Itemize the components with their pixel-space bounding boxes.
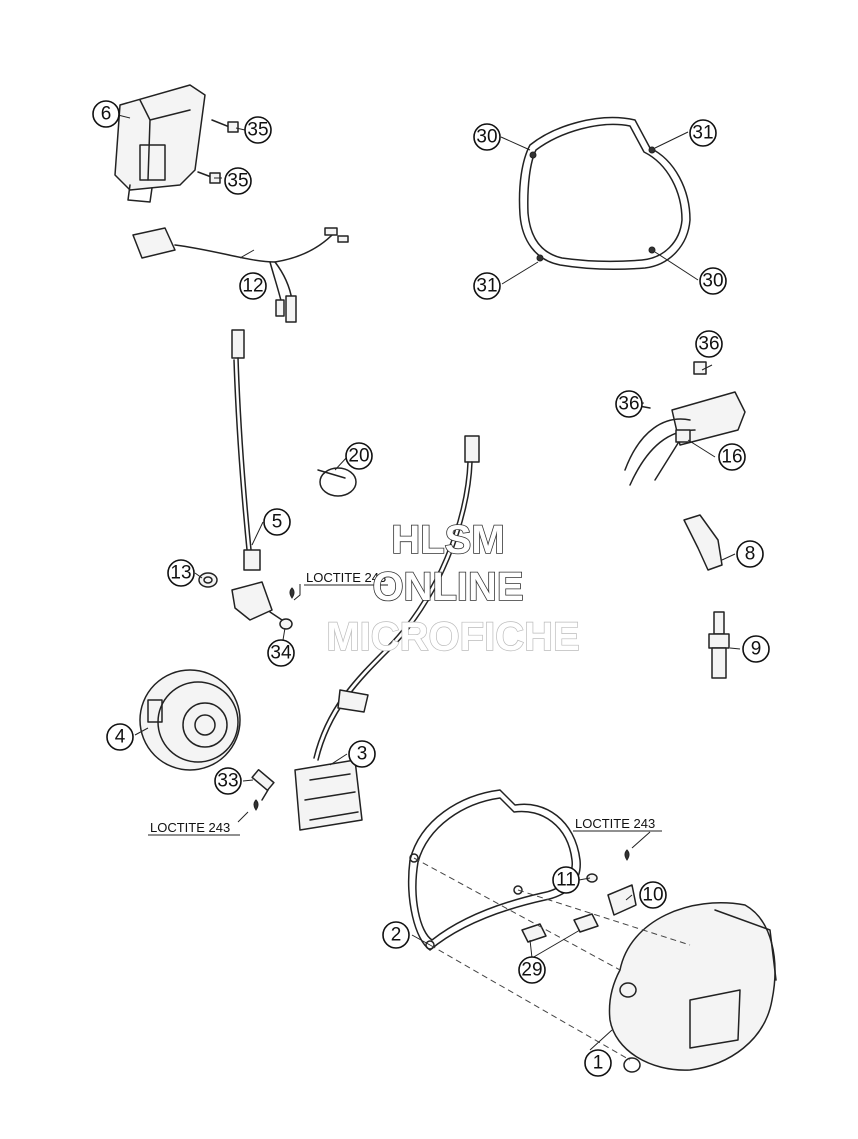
callout-29: 29 xyxy=(518,956,546,984)
callout-11: 11 xyxy=(552,866,580,894)
cdi-unit xyxy=(114,84,206,203)
callout-34: 34 xyxy=(267,639,295,667)
callout-12: 12 xyxy=(239,272,267,300)
svg-text:36: 36 xyxy=(618,394,639,415)
svg-text:29: 29 xyxy=(521,960,542,981)
callout-16: 16 xyxy=(718,443,746,471)
callout-30-upper: 30 xyxy=(473,123,501,151)
svg-text:31: 31 xyxy=(692,123,713,144)
pickup-cable xyxy=(231,329,273,621)
svg-text:35: 35 xyxy=(227,171,248,192)
assembly-lines xyxy=(413,857,691,1061)
callout-6: 6 xyxy=(92,100,120,128)
callout-35-upper: 35 xyxy=(244,116,272,144)
svg-text:3: 3 xyxy=(357,744,368,765)
svg-text:HLSM: HLSM xyxy=(391,518,504,562)
svg-text:35: 35 xyxy=(247,120,268,141)
bolt-36-upper xyxy=(693,361,707,375)
callout-10: 10 xyxy=(639,881,667,909)
svg-text:16: 16 xyxy=(721,447,742,468)
callout-2: 2 xyxy=(382,921,410,949)
callout-3: 3 xyxy=(348,740,376,768)
ignition-cover xyxy=(608,902,777,1073)
svg-text:8: 8 xyxy=(745,544,756,565)
callout-9: 9 xyxy=(742,635,770,663)
ignition-cover-gasket xyxy=(407,789,581,951)
flywheel xyxy=(139,669,241,771)
svg-text:33: 33 xyxy=(217,771,238,792)
spark-plug xyxy=(708,611,730,679)
svg-text:5: 5 xyxy=(272,512,283,533)
bolt-33 xyxy=(251,768,275,811)
watermark: HLSM ONLINE MICROFICHE xyxy=(326,517,581,660)
svg-text:11: 11 xyxy=(556,870,576,891)
cable-tie xyxy=(317,467,357,497)
dowel-pins xyxy=(521,913,599,943)
cover-gasket xyxy=(518,116,691,270)
svg-text:LOCTITE 243: LOCTITE 243 xyxy=(306,570,386,585)
grommet-13 xyxy=(198,572,218,588)
ignition-coil xyxy=(624,391,746,486)
callout-20: 20 xyxy=(345,442,373,470)
svg-text:2: 2 xyxy=(391,925,402,946)
svg-text:12: 12 xyxy=(242,276,263,297)
svg-text:31: 31 xyxy=(476,276,497,297)
svg-text:20: 20 xyxy=(348,446,369,467)
svg-text:9: 9 xyxy=(751,639,762,660)
callout-33: 33 xyxy=(214,767,242,795)
svg-text:1: 1 xyxy=(593,1053,604,1074)
callout-4: 4 xyxy=(106,723,134,751)
svg-text:30: 30 xyxy=(476,127,497,148)
callout-8: 8 xyxy=(736,540,764,568)
stator xyxy=(294,435,480,831)
svg-text:13: 13 xyxy=(170,563,191,584)
svg-text:30: 30 xyxy=(702,271,723,292)
callout-36-upper: 36 xyxy=(695,330,723,358)
bolt-34 xyxy=(269,587,295,630)
callout-5: 5 xyxy=(263,508,291,536)
loctite-note-a: LOCTITE 243 xyxy=(304,570,388,586)
callout-36-left: 36 xyxy=(615,390,643,418)
cable-clip xyxy=(607,884,637,916)
callout-13: 13 xyxy=(167,559,195,587)
svg-text:36: 36 xyxy=(698,334,719,355)
svg-text:LOCTITE 243: LOCTITE 243 xyxy=(575,816,655,831)
svg-text:34: 34 xyxy=(270,643,292,664)
callout-1: 1 xyxy=(584,1049,612,1077)
callout-30-lower: 30 xyxy=(699,267,727,295)
svg-text:10: 10 xyxy=(642,885,663,906)
svg-text:4: 4 xyxy=(115,727,126,748)
svg-text:MICROFICHE: MICROFICHE xyxy=(326,615,579,659)
callout-31-upper: 31 xyxy=(689,119,717,147)
spark-plug-cap xyxy=(683,514,723,571)
svg-text:ONLINE: ONLINE xyxy=(372,565,523,609)
callout-31-lower: 31 xyxy=(473,272,501,300)
wiring-harness xyxy=(132,227,349,323)
loctite-note-c: LOCTITE 243 xyxy=(573,816,662,832)
svg-text:6: 6 xyxy=(101,104,112,125)
screw-11 xyxy=(586,849,630,883)
svg-text:LOCTITE 243: LOCTITE 243 xyxy=(150,820,230,835)
loctite-note-b: LOCTITE 243 xyxy=(148,820,240,836)
callout-35-lower: 35 xyxy=(224,167,252,195)
bolt-35-upper xyxy=(211,119,239,133)
